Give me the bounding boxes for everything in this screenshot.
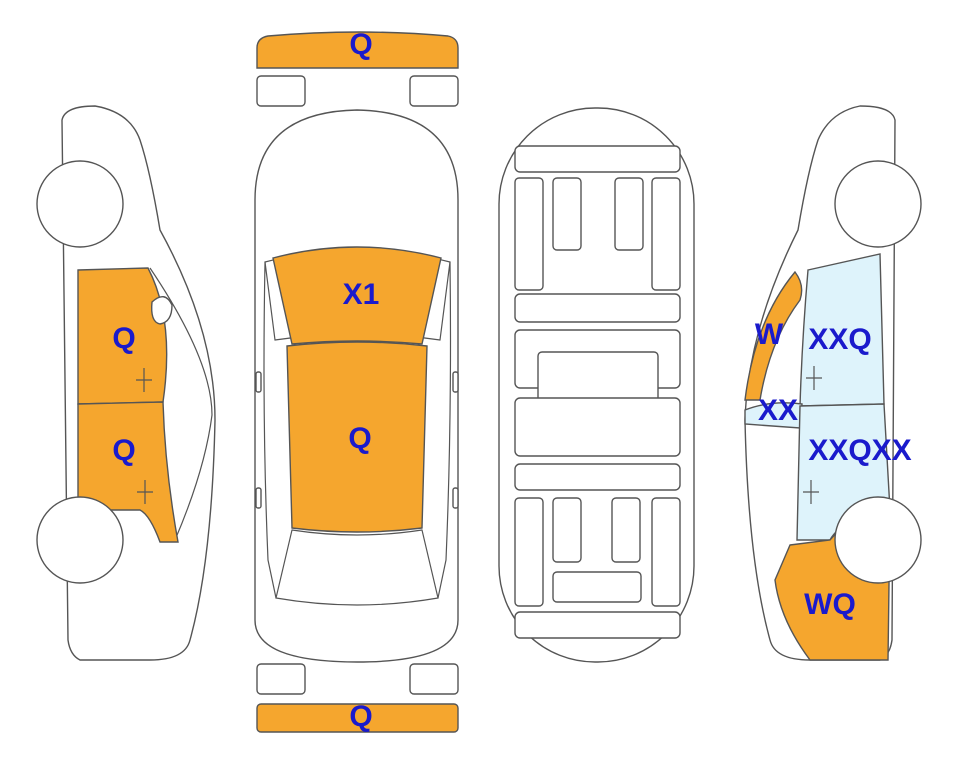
left-rear-wheel: [36, 496, 124, 584]
right-rear-door-label: XXQXX: [808, 434, 911, 467]
front-bumper-label: Q: [349, 28, 372, 61]
front-right-light: [409, 75, 459, 107]
right-rear-quarter-label: WQ: [804, 588, 856, 621]
right-pillar[interactable]: [744, 270, 803, 401]
left-front-door-label: Q: [112, 322, 135, 355]
left-door-mark: [255, 487, 262, 509]
top-view-right-side-line: [437, 261, 452, 599]
hood-panel[interactable]: [272, 246, 442, 345]
right-rear-wheel: [834, 496, 922, 584]
right-front-wheel: [834, 160, 922, 248]
top-view-left-side-line: [263, 261, 277, 599]
rear-right-light: [409, 663, 459, 695]
left-front-handle: [136, 368, 152, 392]
front-left-light: [256, 75, 306, 107]
hood-label: X1: [343, 278, 380, 311]
left-front-wheel: [36, 160, 124, 248]
roof-panel[interactable]: [286, 341, 428, 533]
right-door-mark: [452, 487, 459, 509]
rear-bumper-label: Q: [349, 700, 372, 733]
rear-bumper[interactable]: [256, 703, 459, 733]
left-rear-door-label: Q: [112, 434, 135, 467]
top-view-rear-window: [275, 529, 439, 606]
rear-left-light: [256, 663, 306, 695]
left-mirror: [150, 296, 173, 325]
left-rear-handle: [137, 480, 153, 504]
right-pillar-label: W: [755, 318, 784, 351]
right-front-handle: [806, 366, 822, 390]
right-rear-handle: [803, 480, 819, 504]
right-mirror-label: XX: [758, 394, 798, 427]
underbody-view: [498, 107, 695, 663]
left-side-window-line: [149, 267, 213, 541]
left-mirror-mark: [255, 371, 262, 393]
right-front-door-label: XXQ: [808, 323, 871, 356]
roof-label: Q: [348, 422, 371, 455]
right-mirror-mark: [452, 371, 459, 393]
front-bumper[interactable]: [256, 31, 459, 69]
